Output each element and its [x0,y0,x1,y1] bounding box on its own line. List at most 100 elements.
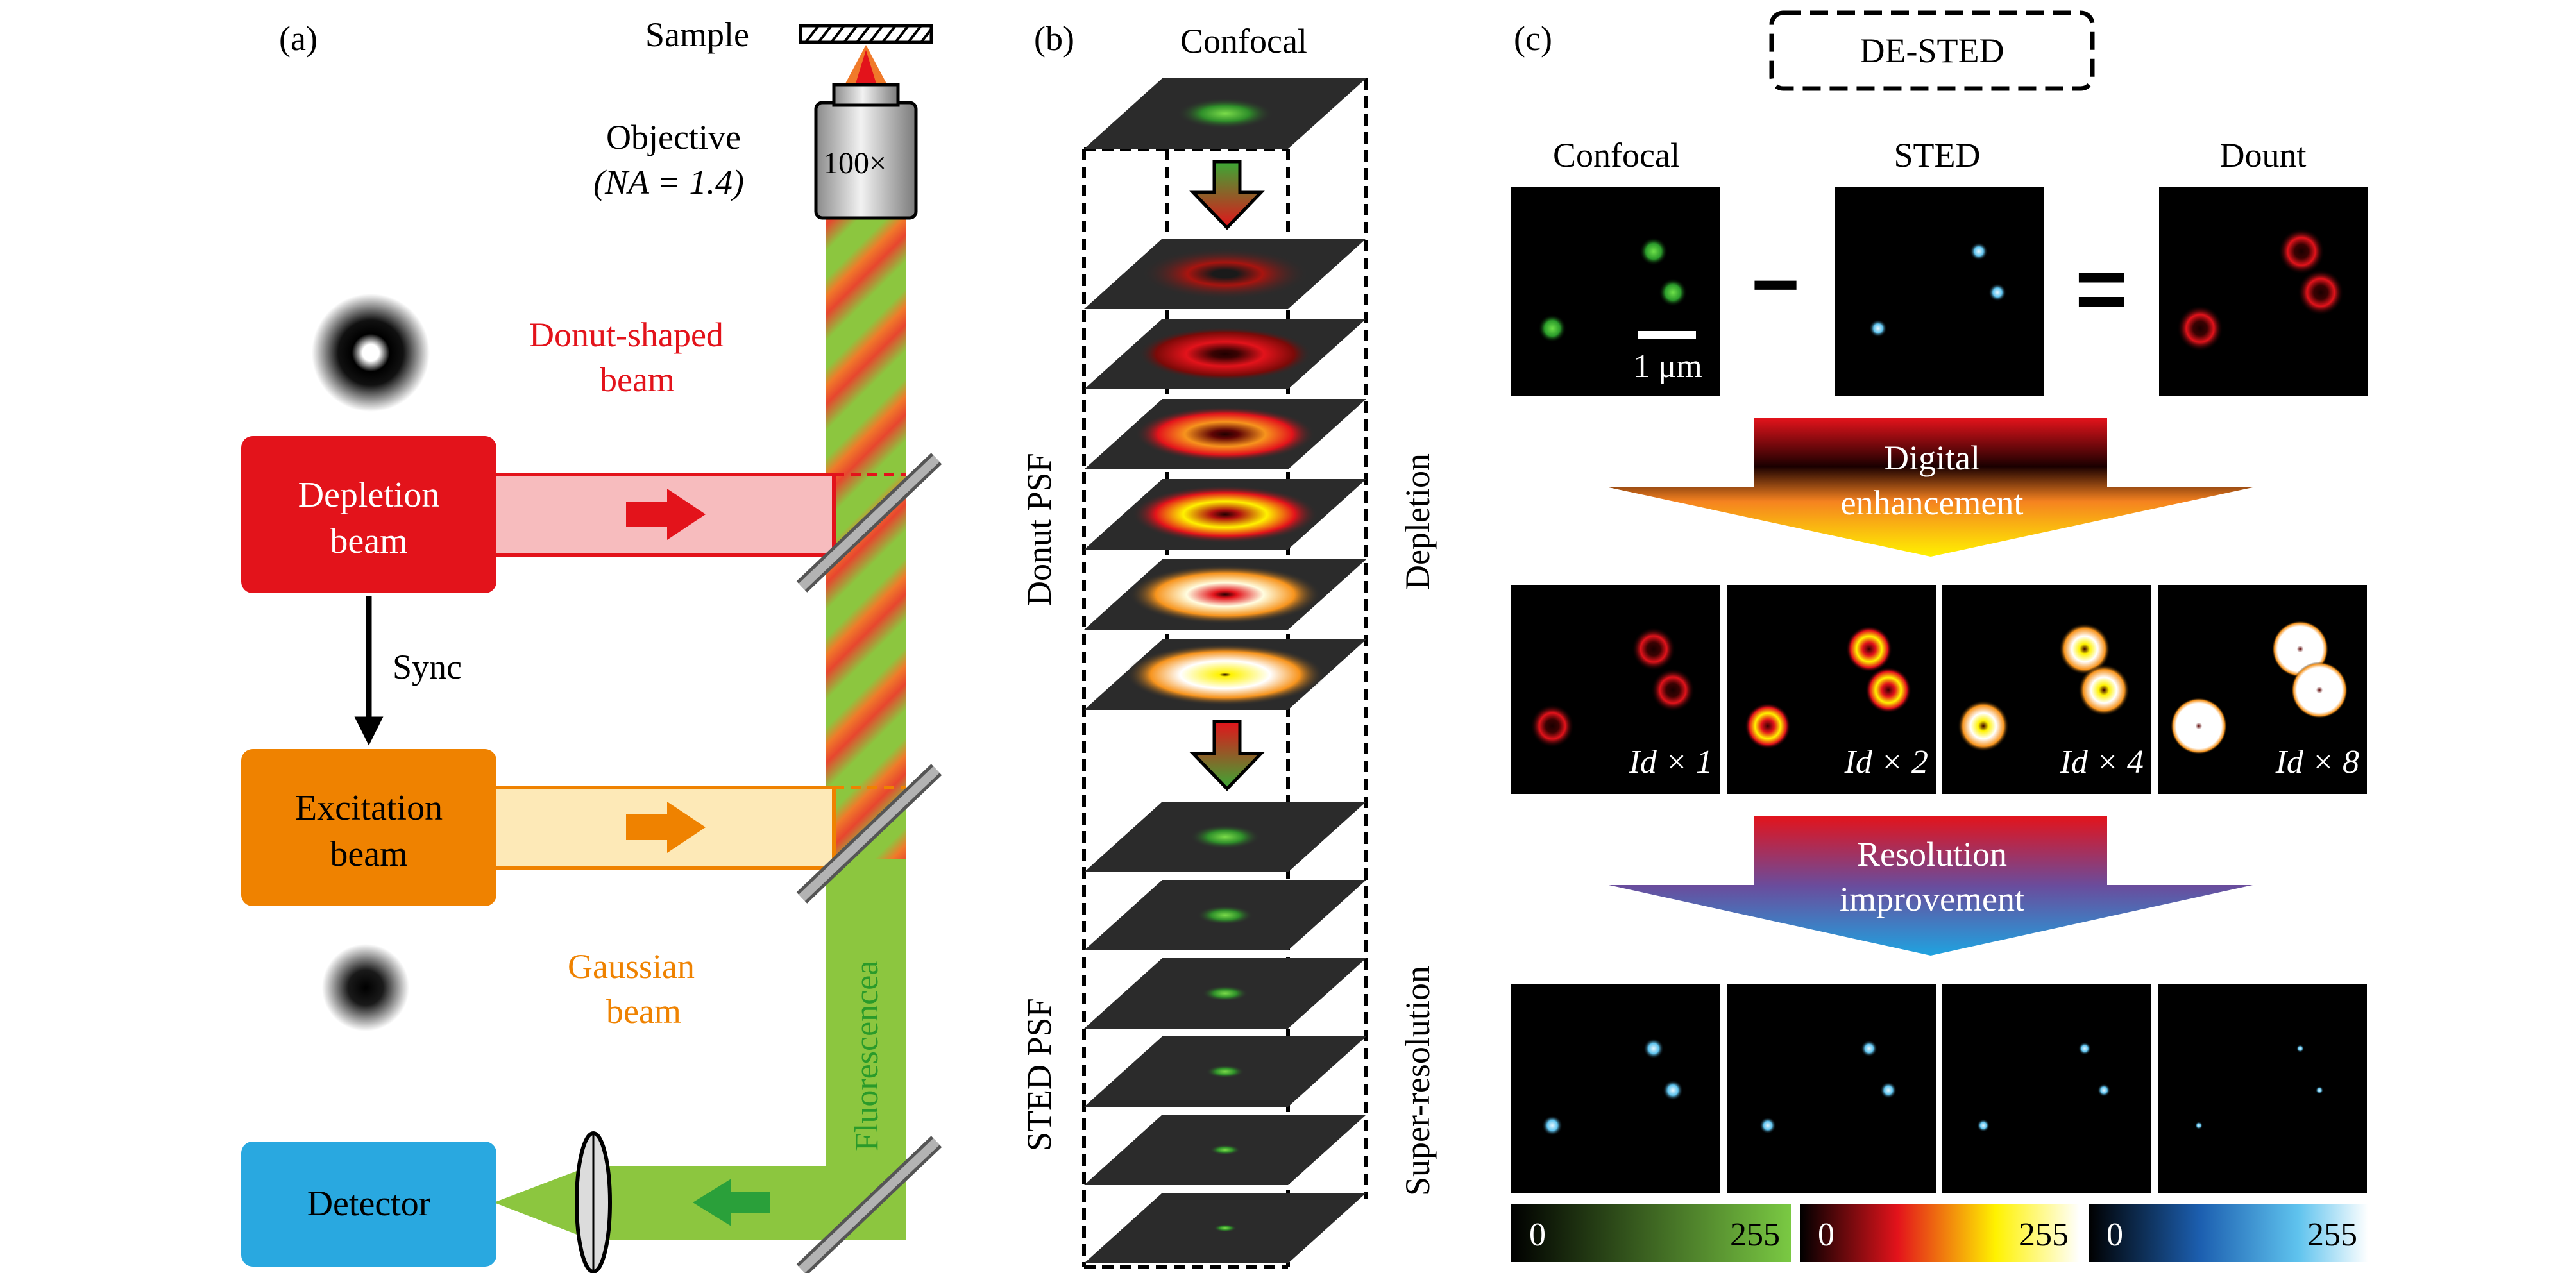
depletion-beam-label-2: beam [330,521,407,561]
enhanced-1-ring-c [1530,704,1574,748]
confocal-spot-3 [1538,314,1566,342]
donut-beam-label-1: Donut-shaped [529,316,724,354]
sync-label: Sync [393,648,462,686]
enhanced-4-ring-c [2171,698,2227,754]
panel-b-label: (b) [1034,19,1074,58]
enhanced-2-ring-c [1745,703,1791,749]
detector-label: Detector [307,1184,431,1224]
equals-sign: = [2075,238,2128,339]
mirror-detector-face [799,1138,940,1273]
resolution-improvement-label-1: Resolution [1857,835,2007,873]
enhanced-row: Id × 1 Id × 2 Id × 4 Id × 8 [1511,585,2367,794]
enhanced-3-ring-c [1958,700,2009,752]
digital-enhancement-label-1: Digital [1884,439,1980,477]
objective-tip [832,83,900,107]
confocal-spot-1 [1640,237,1668,266]
result-3-spot-a [2078,1042,2091,1055]
panel-c-label: (c) [1514,19,1552,58]
enhanced-2-ring-a [1846,626,1892,672]
psf-spot-sted-5 [1210,1145,1241,1155]
enhanced-1-ring-b [1651,668,1695,712]
digital-enhancement-label-2: enhancement [1841,484,2024,522]
excitation-beam-arrow [626,802,706,853]
enhance-label-2: Id × 2 [1844,744,1928,780]
result-3-spot-c [1977,1119,1990,1132]
scale-bar [1638,331,1696,339]
depletion-beam-label-1: Depletion [298,475,440,515]
psf-spot-donut-2 [1139,327,1312,381]
resolution-improvement-label-2: improvement [1840,880,2024,918]
focus-cone-inner [856,50,876,83]
beam-column [826,218,906,859]
psf-spot-sted-6 [1214,1224,1237,1232]
objective-label: Objective [606,118,741,156]
enhance-label-3: Id × 4 [2060,744,2144,780]
psf-spot-donut-6 [1126,644,1325,705]
colorbar-green-min: 0 [1529,1217,1546,1253]
gaussian-beam-profile [322,944,409,1031]
enhanced-4-ring-b [2291,662,2348,718]
colorbar-green [1511,1204,1791,1262]
colorbar-blue-min: 0 [2106,1217,2123,1253]
colorbar-blue-max: 255 [2307,1217,2357,1253]
depletion-beam-path [492,473,836,557]
de-sted-title: DE-STED [1860,31,2004,70]
panel-a: (a) Sample Objective (NA = 1.4) 100× Don… [241,15,942,1273]
detector-box [241,1142,496,1267]
panel-b: (b) Confocal [1020,19,1437,1269]
image-result-1 [1511,984,1720,1193]
fluorescence-path-vertical [826,859,906,1180]
donut-beam-profile [312,294,430,412]
sted-spot-3 [1869,319,1887,337]
donut-psf-label: Donut PSF [1020,453,1058,606]
gaussian-beam-label-2: beam [606,992,681,1031]
fluorescence-cone [494,1166,590,1240]
result-1-spot-a [1643,1038,1664,1059]
result-4-spot-a [2296,1045,2304,1052]
fluorescence-arrow [693,1179,770,1226]
arrow-donut-to-sted [1189,720,1265,791]
objective-na: (NA = 1.4) [593,163,744,201]
sted-psf-label: STED PSF [1020,998,1058,1151]
dount-column-label: Dount [2220,136,2307,174]
panel-a-label: (a) [279,19,318,58]
donut-beam-label-2: beam [600,360,675,399]
digital-enhancement-arrow [1609,418,2253,557]
de-sted-title-box [1769,10,2095,91]
panel-b-confocal-label: Confocal [1180,22,1307,60]
mirror-depletion-face [799,455,940,591]
psf-spot-sted-3 [1202,986,1248,1001]
super-resolution-label: Super-resolution [1398,966,1437,1196]
depletion-beam-arrow [626,489,706,540]
dount-ring-1 [2278,228,2325,274]
enhance-label-1: Id × 1 [1629,744,1713,780]
excitation-beam-label-2: beam [330,834,407,874]
enhanced-2-ring-b [1865,667,1911,713]
arrow-confocal-to-donut [1189,160,1265,230]
result-1-spot-b [1663,1080,1683,1100]
colorbar-hot [1800,1204,2080,1262]
result-4-spot-c [2195,1122,2203,1129]
psf-spot-sted-2 [1197,906,1253,925]
psf-spot-donut-1 [1142,248,1309,299]
result-4-spot-b [2316,1086,2323,1094]
result-2-spot-c [1759,1117,1776,1134]
mirror-excitation-face [799,766,940,902]
enhanced-3-ring-a [2059,623,2110,675]
image-result-4 [2158,984,2367,1193]
colorbar-hot-max: 255 [2019,1217,2069,1253]
sted-spot-1 [1970,242,1988,260]
psf-spot-sted-1 [1190,825,1260,849]
psf-spot-donut-4 [1132,485,1318,543]
psf-spot-donut-5 [1129,565,1321,624]
excitation-beam-box [241,749,496,906]
psf-spot-sted-4 [1206,1065,1244,1078]
excitation-beam-label-1: Excitation [295,788,443,828]
panel-c: (c) DE-STED Confocal STED Dount 1 μm − =… [1511,10,2368,1262]
psf-spot-confocal [1177,98,1273,129]
minus-sign: − [1751,237,1800,331]
enhanced-1-ring-a [1632,627,1675,671]
dount-ring-2 [2298,269,2344,316]
sample-hatch [804,24,933,44]
